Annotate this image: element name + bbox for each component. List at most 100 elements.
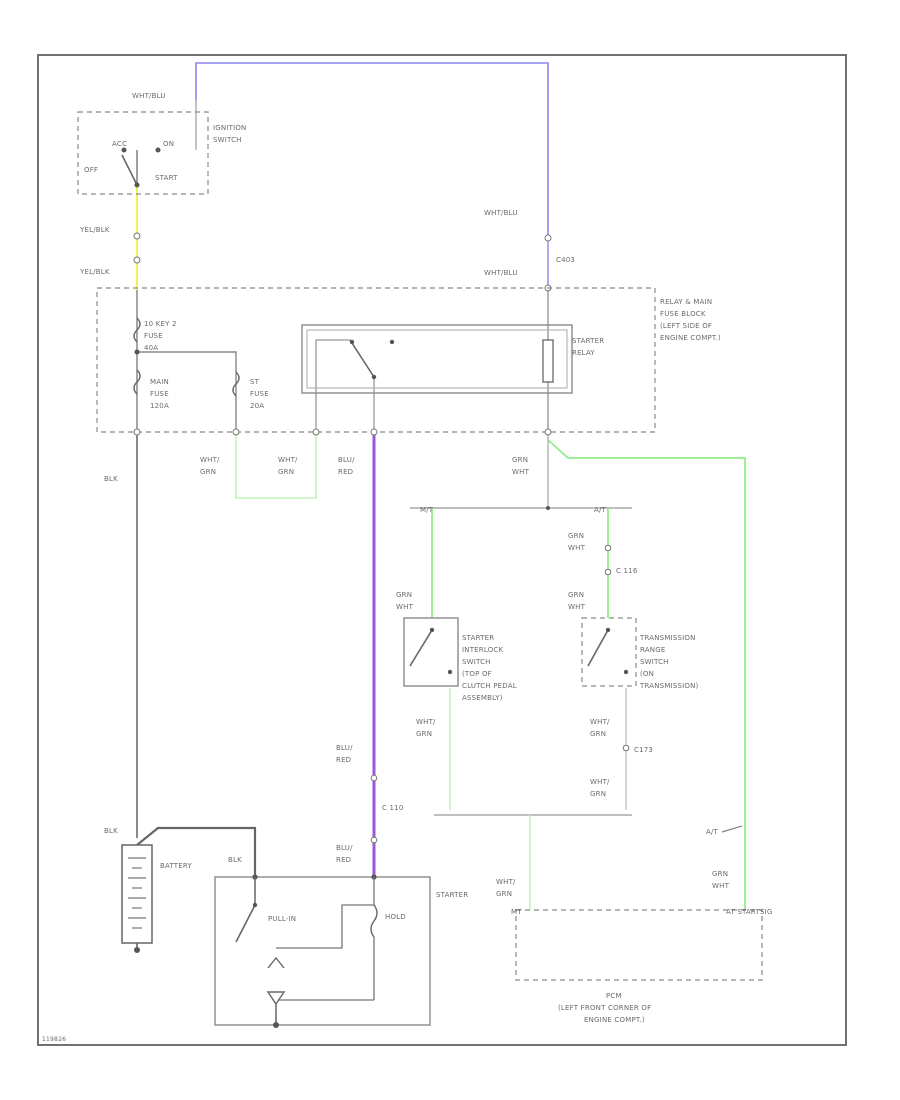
label-ign-switch-2: SWITCH <box>213 136 242 144</box>
splice-node <box>546 506 550 510</box>
label-c173: C173 <box>634 746 653 754</box>
label-wht-blu-r1: WHT/BLU <box>484 209 518 217</box>
starter-interlock-switch: STARTER INTERLOCK SWITCH (TOP OF CLUTCH … <box>403 617 517 702</box>
label-wg4-b: GRN <box>590 730 606 738</box>
label-relay-box-1: RELAY & MAIN <box>660 298 712 306</box>
label-wg2-b: GRN <box>278 468 294 476</box>
label-yel-blk-2: YEL/BLK <box>79 268 110 276</box>
label-ign-acc: ACC <box>112 140 127 148</box>
label-br2-a: BLU/ <box>336 744 353 752</box>
label-gw-pcm-b: WHT <box>712 882 730 890</box>
label-fuse-main-3: 120A <box>150 402 169 410</box>
battery: BLK BATTERY <box>104 827 193 953</box>
label-wg-pcm-b: GRN <box>496 890 512 898</box>
ignition-switch: WHT/BLU IGNITION SWITCH ACC ON OFF START <box>77 92 246 195</box>
wire-wht-blu-top <box>195 62 549 238</box>
label-fuse-st-3: 20A <box>250 402 264 410</box>
wire-grn-wht-pcm <box>547 439 746 910</box>
starter-motor: BLK STARTER PULL-IN HOLD <box>214 856 468 1028</box>
label-gw-at-a: GRN <box>568 532 584 540</box>
label-gw-relay-a: GRN <box>512 456 528 464</box>
label-interlock-6: ASSEMBLY) <box>462 694 503 702</box>
label-ign-start: START <box>155 174 178 182</box>
label-blk-batt-top: BLK <box>104 827 118 835</box>
label-fuse-st-2: FUSE <box>250 390 269 398</box>
label-at-right: A/T <box>706 828 719 836</box>
main-fuse: MAIN FUSE 120A <box>133 369 169 410</box>
label-trs-5: TRANSMISSION) <box>639 682 699 690</box>
label-wg5-a: WHT/ <box>590 778 610 786</box>
label-gw-mt-a: GRN <box>396 591 412 599</box>
label-wg1-a: WHT/ <box>200 456 220 464</box>
label-interlock-2: INTERLOCK <box>462 646 504 654</box>
label-c110: C 110 <box>382 804 403 812</box>
label-interlock-4: (TOP OF <box>462 670 492 678</box>
label-interlock-1: STARTER <box>462 634 494 642</box>
label-at-top: A/T <box>594 506 607 514</box>
connector-c116-top <box>604 544 612 552</box>
label-ign-top-wire: WHT/BLU <box>132 92 166 100</box>
connector-c110-top <box>370 774 378 782</box>
label-c403: C403 <box>556 256 575 264</box>
label-blk-left: BLK <box>104 475 118 483</box>
label-relay-box-4: ENGINE COMPT.) <box>660 334 721 342</box>
label-fuse-ig-2: FUSE <box>144 332 163 340</box>
connector-c110-bottom <box>370 836 378 844</box>
at-jumper <box>721 825 743 833</box>
label-wg4-a: WHT/ <box>590 718 610 726</box>
figure-id: 119826 <box>42 1036 66 1043</box>
relay-main-fuse-block: RELAY & MAIN FUSE BLOCK (LEFT SIDE OF EN… <box>96 287 721 436</box>
wire-blk-battery-top <box>136 826 257 877</box>
label-trs-3: SWITCH <box>640 658 669 666</box>
label-fuse-main-1: MAIN <box>150 378 169 386</box>
label-br3-a: BLU/ <box>336 844 353 852</box>
label-pcm-pin-right: AT STARTSIG <box>726 908 772 916</box>
label-gw-at2-a: GRN <box>568 591 584 599</box>
label-blk-starter: BLK <box>228 856 242 864</box>
label-gw-at-b: WHT <box>568 544 586 552</box>
label-wg3-b: GRN <box>416 730 432 738</box>
label-trs-4: (ON <box>640 670 654 678</box>
pcm-module: MT AT STARTSIG PCM (LEFT FRONT CORNER OF… <box>511 908 772 1024</box>
label-starter: STARTER <box>436 891 468 899</box>
label-gw-relay-b: WHT <box>512 468 530 476</box>
diagram-border <box>37 54 847 1046</box>
label-yel-blk-1: YEL/BLK <box>79 226 110 234</box>
wire-st-fuse-branch <box>137 351 237 432</box>
label-ign-off: OFF <box>84 166 98 174</box>
label-gw-mt-b: WHT <box>396 603 414 611</box>
label-gw-pcm-a: GRN <box>712 870 728 878</box>
label-gw-at2-b: WHT <box>568 603 586 611</box>
label-br3-b: RED <box>336 856 351 864</box>
label-pcm-1: PCM <box>606 992 622 1000</box>
label-hold: HOLD <box>385 913 406 921</box>
label-trs-2: RANGE <box>640 646 665 654</box>
wire-relay-left <box>315 339 350 432</box>
label-fuse-ig-1: 10 KEY 2 <box>144 320 177 328</box>
label-pcm-2: (LEFT FRONT CORNER OF <box>558 1004 651 1012</box>
label-battery: BATTERY <box>160 862 193 870</box>
label-wg3-a: WHT/ <box>416 718 436 726</box>
label-wg5-b: GRN <box>590 790 606 798</box>
label-relay-box-2: FUSE BLOCK <box>660 310 706 318</box>
label-fuse-ig-3: 40A <box>144 344 158 352</box>
starter-relay: STARTER RELAY <box>301 324 604 394</box>
label-interlock-3: SWITCH <box>462 658 491 666</box>
connector-yel-blk-1 <box>133 232 141 240</box>
label-wg-pcm-a: WHT/ <box>496 878 516 886</box>
label-wht-blu-r2: WHT/BLU <box>484 269 518 277</box>
label-trs-1: TRANSMISSION <box>639 634 696 642</box>
label-pcm-3: ENGINE COMPT.) <box>584 1016 645 1024</box>
label-wg1-b: GRN <box>200 468 216 476</box>
label-ign-on: ON <box>163 140 174 148</box>
label-fuse-st-1: ST <box>250 378 260 386</box>
label-pcm-pin-left: MT <box>511 908 522 916</box>
label-pull-in: PULL-IN <box>268 915 296 923</box>
label-starter-relay-1: STARTER <box>572 337 604 345</box>
connector-yel-blk-2 <box>133 256 141 264</box>
label-wg2-a: WHT/ <box>278 456 298 464</box>
connector-c403-top <box>544 234 552 242</box>
label-br2-b: RED <box>336 756 351 764</box>
st-fuse: ST FUSE 20A <box>232 371 269 410</box>
